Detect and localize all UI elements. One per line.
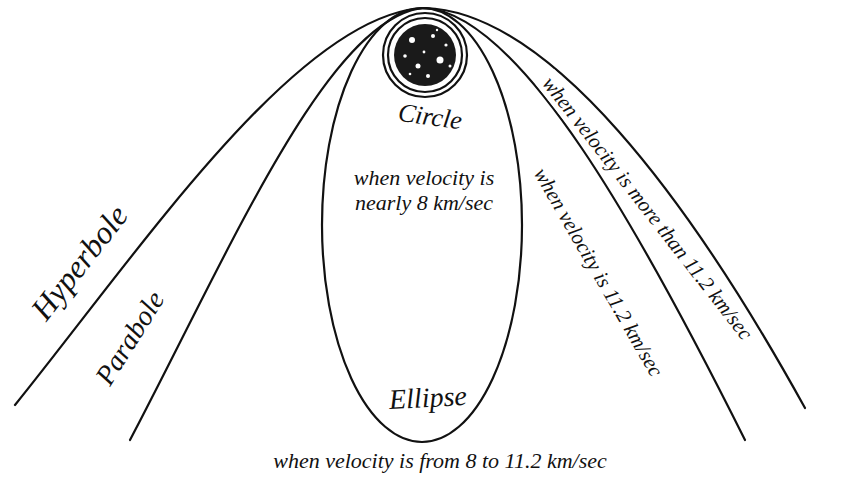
orbit-label: Parabole [87,283,173,394]
velocity-note: when velocity is nearly 8 km/sec [328,165,520,216]
earth-globe [394,24,456,86]
orbit-label: Circle [393,97,467,136]
ellipse-orbit [322,8,522,442]
velocity-note: when velocity is from 8 to 11.2 km/sec [270,448,610,473]
orbit-label: Hyperbole [22,195,138,329]
circle-orbit [383,13,467,97]
orbit-label: Ellipse [385,380,470,417]
hyperbola-curve [15,8,805,408]
circle-orbit-inner [388,18,462,92]
earth-texture [403,29,451,78]
